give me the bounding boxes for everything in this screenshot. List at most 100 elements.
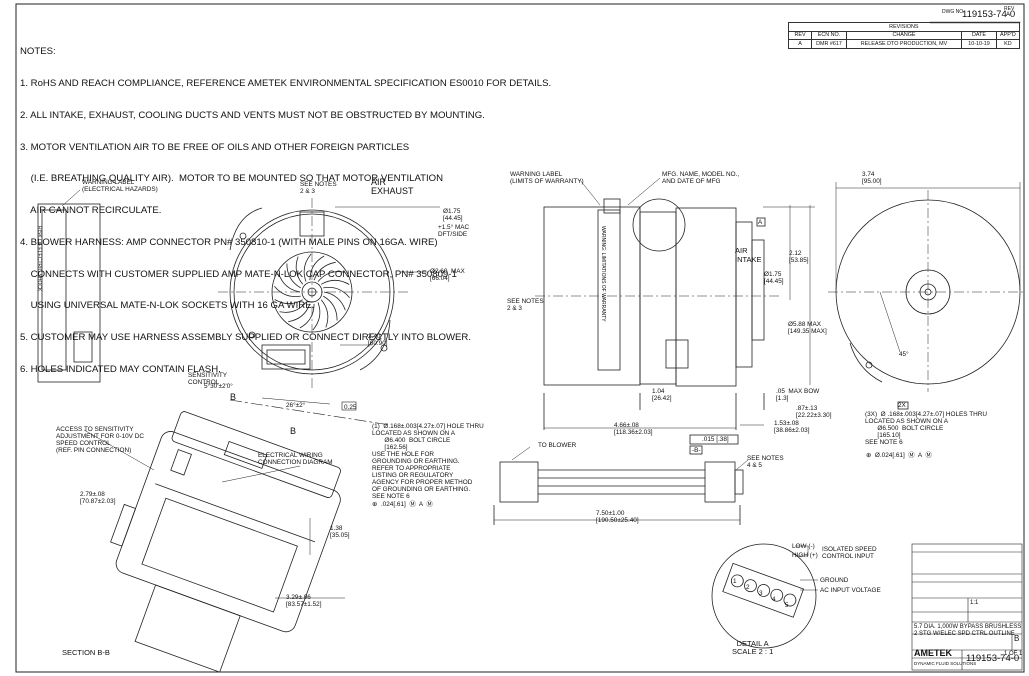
dim-329: 3.29±.06 [83.57±1.52] bbox=[286, 594, 322, 608]
air-exhaust-label: AIR EXHAUST bbox=[371, 177, 414, 196]
dim-240: 2.40 [60.90] bbox=[368, 333, 388, 347]
title-scale: 1:1 bbox=[970, 600, 979, 606]
impeller-blade bbox=[303, 253, 312, 282]
datum-b: -B- bbox=[692, 447, 701, 454]
hazard-strip-label: RISK OF ELECTRIC SHOCK bbox=[36, 226, 42, 292]
company-logo-text: AMETEK bbox=[914, 648, 952, 658]
pin-5: 5 bbox=[785, 602, 789, 609]
dim-466: 4.66±.08 [118.36±2.03] bbox=[614, 422, 653, 436]
revisions-header-row: REV ECN NO. CHANGE DATE APP'D bbox=[788, 30, 1020, 40]
change-col-header: CHANGE bbox=[846, 30, 962, 40]
dim-dia-260: Ø2.60 MAX [66.04] bbox=[430, 268, 465, 282]
note-line: 6. HOLES INDICATED MAY CONTAIN FLASH. bbox=[20, 364, 221, 375]
doc-number-label: DWG NO. bbox=[942, 9, 965, 15]
appd-col-header: APP'D bbox=[996, 30, 1020, 40]
change-cell: RELEASE DTO PRODUCTION, MV bbox=[846, 39, 962, 49]
angle-5: 5°30'±2'0° bbox=[204, 383, 233, 390]
note-line: CONNECTS WITH CUSTOMER SUPPLIED AMP MATE… bbox=[20, 268, 457, 280]
blower-end-view bbox=[218, 198, 440, 426]
isolated-speed-label: ISOLATED SPEED CONTROL INPUT bbox=[822, 546, 877, 560]
rev-col-header: REV bbox=[788, 30, 812, 40]
impeller-blade bbox=[323, 295, 338, 321]
see-notes-45: SEE NOTES 4 & 5 bbox=[747, 455, 784, 469]
high-label: HIGH (+) bbox=[792, 552, 818, 559]
note-line: 4. BLOWER HARNESS: AMP CONNECTOR PN# 350… bbox=[20, 236, 438, 248]
title-size: B bbox=[1014, 634, 1020, 643]
fcf-3x: ⊕ Ø.024[.61] Ⓜ A Ⓜ bbox=[866, 452, 932, 459]
angle-45: 45° bbox=[899, 351, 909, 358]
low-label: LOW (-) bbox=[792, 543, 815, 550]
impeller-blade bbox=[274, 286, 301, 297]
box-025: 0.25 bbox=[344, 404, 357, 411]
angle-26: 26°±2° bbox=[286, 402, 306, 409]
impeller-blade bbox=[288, 303, 311, 323]
note-line: AIR CANNOT RECIRCULATE. bbox=[20, 205, 162, 217]
impeller-blade bbox=[320, 299, 329, 328]
impeller-blade bbox=[320, 279, 350, 285]
hole-1x-callout: (1) Ø.168±.003[4.27±.07] HOLE THRU LOCAT… bbox=[372, 423, 484, 500]
impeller-blade bbox=[323, 287, 350, 298]
section-bb-title: SECTION B-B bbox=[62, 648, 110, 657]
dim-279: 2.79±.08 [70.87±2.03] bbox=[80, 491, 116, 505]
impeller-blade bbox=[313, 261, 336, 281]
pin-2: 2 bbox=[746, 584, 750, 591]
title-block bbox=[911, 21, 1023, 671]
holes-3x-callout: (3X) Ø .168±.003[4.27±.07] HOLES THRU LO… bbox=[865, 411, 987, 446]
fcf-1x: ⊕ .024[.61] Ⓜ A Ⓜ bbox=[372, 501, 433, 508]
section-b-marker-left: B bbox=[230, 392, 237, 402]
title-description: 5.7 DIA. 1,000W BYPASS BRUSHLESS 2 STG W… bbox=[914, 624, 1022, 637]
note-line: (I.E. BREATHING QUALITY AIR). MOTOR TO B… bbox=[20, 173, 444, 185]
rev-cell: A bbox=[788, 39, 812, 49]
note-line: USING UNIVERSAL MATE-N-LOK SOCKETS WITH … bbox=[20, 300, 315, 312]
dim-dia-175-side: Ø1.75 [44.45] bbox=[764, 271, 784, 285]
detail-a-title: DETAIL A SCALE 2 : 1 bbox=[732, 639, 774, 656]
impeller-blade bbox=[274, 299, 304, 305]
revisions-title: REVISIONS bbox=[788, 22, 1020, 32]
ecn-col-header: ECN NO. bbox=[811, 30, 847, 40]
to-blower-label: TO BLOWER bbox=[538, 442, 577, 449]
air-intake-label: AIR INTAKE bbox=[735, 246, 762, 264]
dim-dia-175: Ø1.75 [44.45] bbox=[443, 208, 463, 222]
sheet-border bbox=[15, 3, 1025, 673]
ground-label: GROUND bbox=[820, 577, 849, 584]
revisions-table: REVISIONS REV ECN NO. CHANGE DATE APP'D … bbox=[788, 22, 1020, 49]
warning-label-warranty: WARNING LABEL (LIMITS OF WARRANTY) bbox=[510, 171, 584, 185]
note-line: 2. ALL INTAKE, EXHAUST, COOLING DUCTS AN… bbox=[20, 109, 485, 121]
dim-104: 1.04 [26.42] bbox=[652, 388, 672, 402]
impeller-blade bbox=[309, 255, 325, 281]
impeller-blade bbox=[299, 303, 315, 329]
mfg-name-label: MFG. NAME, MODEL NO., AND DATE OF MFG bbox=[662, 171, 740, 185]
pin-3: 3 bbox=[759, 590, 763, 597]
division-text: DYNAMIC FLUID SOLUTIONS bbox=[914, 661, 977, 666]
section-b-marker-right: B bbox=[290, 426, 297, 436]
sensitivity-control-label: SENSITIVITY CONTROL bbox=[188, 372, 228, 386]
datum-a: A bbox=[758, 219, 763, 226]
detail-a bbox=[711, 543, 818, 649]
warranty-strip-label: WARNING: LIMITATIONS OF WARRANTY bbox=[600, 226, 606, 322]
appd-cell: KD bbox=[996, 39, 1020, 49]
dim-212: 2.12 [53.85] bbox=[789, 250, 809, 264]
see-notes-23-top: SEE NOTES 2 & 3 bbox=[300, 181, 337, 195]
mac-dft-label: +1.5° MAC DFT/SIDE bbox=[438, 224, 470, 238]
dim-138: 1.38 [35.05] bbox=[330, 525, 350, 539]
access-sensitivity-label: ACCESS TO SENSITIVITY ADJUSTMENT FOR 0-1… bbox=[56, 426, 144, 454]
note-line: 3. MOTOR VENTILATION AIR TO BE FREE OF O… bbox=[20, 141, 410, 153]
impeller-blade bbox=[323, 291, 346, 311]
ac-input-label: AC INPUT VOLTAGE bbox=[820, 587, 881, 594]
notes-block: NOTES: 1. RoHS AND REACH COMPLIANCE, REF… bbox=[20, 26, 551, 386]
dim-05-bow: .05 MAX BOW [1.3] bbox=[776, 388, 820, 402]
dim-dia-588: Ø5.88 MAX [149.35 MAX] bbox=[788, 321, 827, 335]
title-sheet: 1 OF 1 bbox=[1004, 651, 1023, 657]
note-line: 1. RoHS AND REACH COMPLIANCE, REFERENCE … bbox=[20, 77, 552, 89]
impeller-blade bbox=[295, 256, 304, 285]
rev-label: REV bbox=[1004, 6, 1015, 12]
pin-4: 4 bbox=[772, 596, 776, 603]
impeller-blade bbox=[317, 271, 345, 282]
note-line: 5. CUSTOMER MAY USE HARNESS ASSEMBLY SUP… bbox=[20, 332, 472, 344]
title-number: 119153-74-0 bbox=[966, 653, 1020, 664]
impeller-blade bbox=[278, 273, 301, 293]
blower-rear-view bbox=[828, 182, 1024, 410]
pin-1: 1 bbox=[733, 578, 737, 585]
revision-row: A DMR #617 RELEASE DTO PRODUCTION, MV 10… bbox=[788, 39, 1020, 49]
